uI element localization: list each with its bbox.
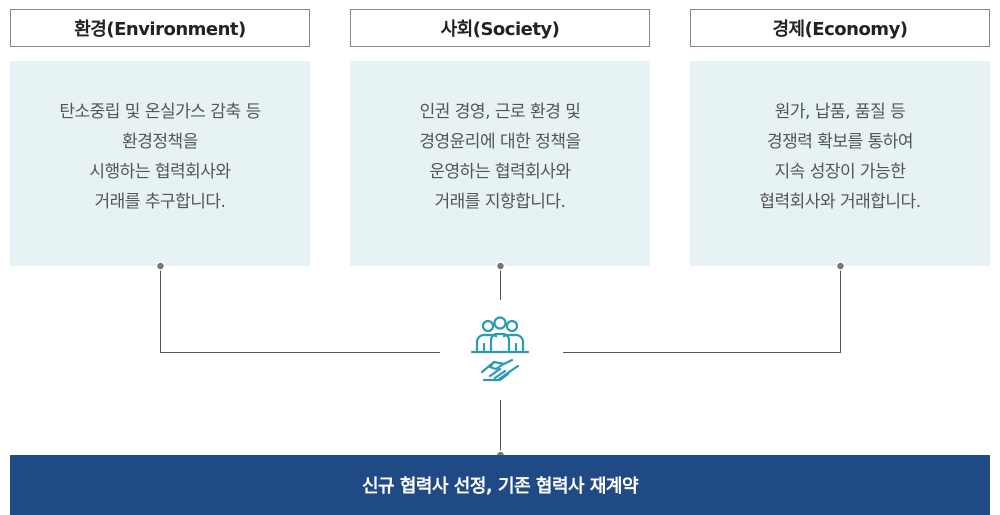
environment-line-3: 시행하는 협력회사와 — [89, 161, 231, 182]
environment-line-2: 환경정책을 — [122, 131, 198, 152]
economy-line-3: 지속 성장이 가능한 — [774, 161, 906, 182]
economy-header: 경제(Economy) — [690, 9, 990, 47]
connector-dot-left — [155, 261, 166, 271]
connector-right — [563, 266, 841, 353]
environment-line-1: 탄소중립 및 온실가스 감축 등 — [59, 101, 261, 122]
society-title: 사회(Society) — [440, 19, 560, 40]
partnership-handshake-icon — [470, 316, 530, 382]
bottom-summary-text: 신규 협력사 선정, 기존 협력사 재계약 — [361, 476, 639, 497]
connector-left — [160, 266, 440, 353]
economy-line-1: 원가, 납품, 품질 등 — [774, 101, 906, 122]
environment-title: 환경(Environment) — [74, 19, 246, 40]
bottom-summary-bar: 신규 협력사 선정, 기존 협력사 재계약 — [10, 455, 990, 515]
society-header: 사회(Society) — [350, 9, 650, 47]
environment-panel: 탄소중립 및 온실가스 감축 등 환경정책을 시행하는 협력회사와 거래를 추구… — [10, 61, 310, 266]
environment-line-4: 거래를 추구합니다. — [94, 191, 226, 212]
environment-header: 환경(Environment) — [10, 9, 310, 47]
society-line-4: 거래를 지향합니다. — [434, 191, 566, 212]
connector-dot-center — [495, 261, 506, 271]
economy-line-4: 협력회사와 거래합니다. — [759, 191, 921, 212]
economy-panel: 원가, 납품, 품질 등 경쟁력 확보를 통하여 지속 성장이 가능한 협력회사… — [690, 61, 990, 266]
society-line-3: 운영하는 협력회사와 — [429, 161, 571, 182]
society-panel: 인권 경영, 근로 환경 및 경영윤리에 대한 정책을 운영하는 협력회사와 거… — [350, 61, 650, 266]
society-line-2: 경영윤리에 대한 정책을 — [419, 131, 581, 152]
economy-title: 경제(Economy) — [772, 19, 908, 40]
society-line-1: 인권 경영, 근로 환경 및 — [419, 101, 581, 122]
connector-dot-right — [835, 261, 846, 271]
economy-line-2: 경쟁력 확보를 통하여 — [766, 131, 914, 152]
